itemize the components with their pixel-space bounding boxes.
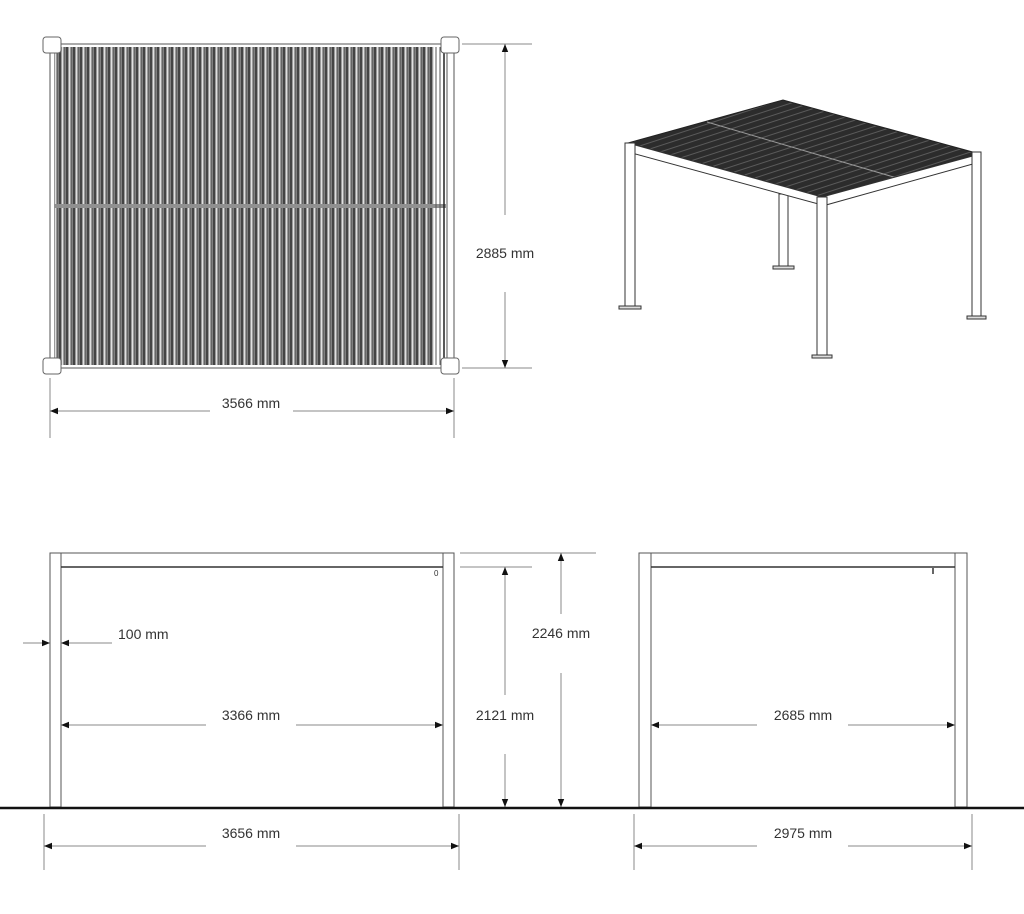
top-view: 2885 mm 3566 mm (42, 36, 534, 438)
post-right (971, 151, 982, 317)
louver-panel-lower (54, 208, 434, 365)
louvered-roof (626, 99, 982, 198)
side-post-right (954, 552, 968, 808)
post-back-middle (778, 193, 789, 267)
outer-width-label: 3656 mm (222, 825, 280, 841)
louver-panel-upper (54, 47, 434, 204)
inner-width-label: 3366 mm (222, 707, 280, 723)
total-height-dimension (460, 552, 596, 807)
outer-width-dimension (43, 814, 460, 870)
side-beam (638, 552, 968, 568)
corner-post-icon (42, 36, 460, 375)
front-beam (49, 552, 455, 568)
front-post-right (442, 552, 455, 808)
side-inner-width-label: 2685 mm (774, 707, 832, 723)
clear-height-dimension (460, 566, 532, 807)
front-post-left (49, 552, 62, 808)
post-front-left (624, 142, 636, 307)
side-view: 2685 mm 2975 mm (633, 552, 973, 870)
total-height-label: 2246 mm (532, 625, 590, 641)
post-front-middle (816, 196, 828, 356)
width-dimension (49, 378, 455, 438)
width-label: 3566 mm (222, 395, 280, 411)
svg-text:0: 0 (434, 569, 439, 578)
front-view: 0 100 mm 3366 mm 3656 mm 2121 mm (23, 552, 596, 870)
clear-height-label: 2121 mm (476, 707, 534, 723)
isometric-view (618, 99, 987, 359)
post-width-label: 100 mm (118, 626, 169, 642)
side-outer-width-dimension (633, 814, 973, 870)
top-view-frame (49, 43, 455, 369)
side-outer-width-label: 2975 mm (774, 825, 832, 841)
side-post-left (638, 552, 652, 808)
depth-label: 2885 mm (476, 245, 534, 261)
depth-dimension (462, 43, 532, 369)
